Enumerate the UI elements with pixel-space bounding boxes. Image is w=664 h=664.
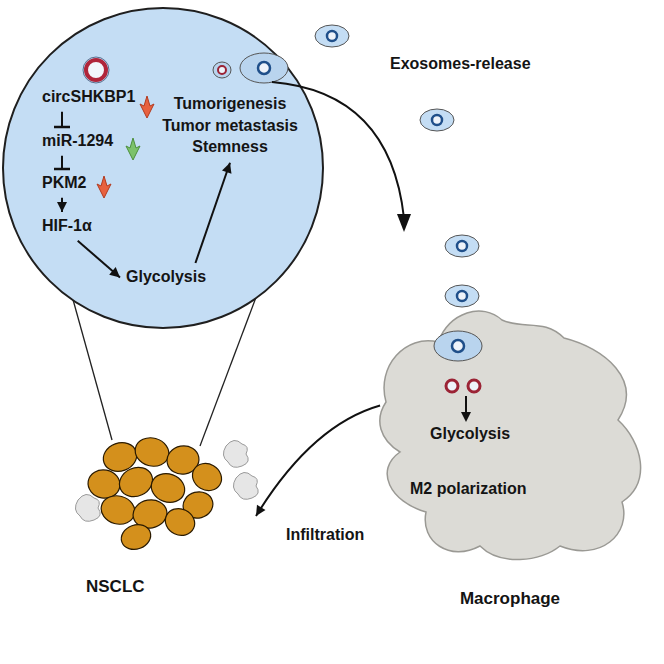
node-text: M2 polarization bbox=[408, 478, 528, 501]
annotation-label: Exosomes-release bbox=[390, 55, 531, 73]
connector bbox=[256, 406, 380, 516]
release-arrowhead bbox=[397, 214, 411, 232]
circrna-icon bbox=[446, 380, 458, 392]
process-node: M2 polarization bbox=[408, 478, 528, 501]
tumor-cell bbox=[161, 504, 199, 540]
exosome bbox=[213, 62, 231, 78]
exosome bbox=[434, 331, 482, 361]
tumor-cell bbox=[98, 492, 138, 528]
uptake-arrowhead bbox=[461, 412, 471, 422]
node-text: Tumorigenesis Tumor metastasis Stemness bbox=[160, 92, 300, 159]
exosome bbox=[452, 340, 464, 352]
exosome bbox=[457, 291, 467, 301]
pathway-node: PKM2 bbox=[40, 172, 88, 195]
circrna-icon bbox=[468, 380, 480, 392]
circrna-icon bbox=[83, 57, 109, 83]
tumor-cell bbox=[188, 458, 227, 496]
process-node: Glycolysis bbox=[124, 266, 208, 289]
exosome bbox=[327, 31, 337, 41]
infiltrating-macrophage bbox=[223, 440, 248, 467]
arrowhead bbox=[109, 267, 120, 277]
exosome bbox=[315, 25, 349, 47]
macrophage-outline bbox=[380, 311, 641, 560]
node-text: PKM2 bbox=[40, 172, 88, 195]
connector bbox=[195, 163, 230, 263]
arrowhead bbox=[57, 202, 67, 212]
connector bbox=[61, 156, 63, 169]
tumor-cell bbox=[132, 434, 172, 470]
process-node: Glycolysis bbox=[428, 423, 512, 446]
exosome bbox=[445, 285, 479, 307]
inhibition-bar bbox=[54, 126, 70, 129]
infiltrating-macrophage bbox=[233, 472, 258, 499]
pathway-node: miR-1294 bbox=[40, 130, 115, 153]
exosome bbox=[457, 241, 467, 251]
cell-label: NSCLC bbox=[84, 575, 260, 599]
exosome bbox=[218, 66, 226, 74]
tumor-cell-circle bbox=[3, 8, 323, 328]
node-text: miR-1294 bbox=[40, 130, 115, 153]
node-text: Glycolysis bbox=[124, 266, 208, 289]
node-text: circSHKBP1 bbox=[40, 86, 137, 109]
circrna-icon bbox=[86, 60, 106, 80]
macrophage-cell: Macrophage Glycolysis M2 polarization bbox=[370, 295, 650, 630]
tumor-cluster bbox=[60, 425, 260, 600]
arrowhead bbox=[256, 505, 265, 516]
down-regulation-arrow bbox=[126, 138, 140, 160]
exosome bbox=[258, 62, 270, 74]
connector bbox=[61, 112, 63, 127]
node-text: Glycolysis bbox=[428, 423, 512, 446]
edge-label: Infiltration bbox=[284, 526, 366, 544]
release-arrow bbox=[272, 82, 404, 218]
node-text: HIF-1α bbox=[40, 215, 94, 238]
infiltrating-macrophage bbox=[75, 494, 100, 521]
tumor-cell bbox=[118, 521, 154, 554]
inhibition-bar bbox=[54, 168, 70, 171]
arrowhead bbox=[222, 163, 231, 174]
exosome bbox=[432, 115, 442, 125]
uptake-arrow bbox=[465, 396, 467, 414]
tumor-node: NSCLC bbox=[60, 425, 260, 600]
connector bbox=[78, 241, 120, 278]
outcome-node: Tumorigenesis Tumor metastasis Stemness bbox=[160, 92, 300, 159]
pathway-node: HIF-1α bbox=[40, 215, 94, 238]
up-regulation-arrow bbox=[97, 176, 111, 198]
exosome bbox=[240, 53, 288, 83]
exosome bbox=[420, 109, 454, 131]
pathway-node: circSHKBP1 bbox=[40, 86, 137, 109]
exosome bbox=[445, 235, 479, 257]
cell-label: Macrophage bbox=[370, 587, 650, 611]
up-regulation-arrow bbox=[140, 96, 154, 118]
macrophage-shape bbox=[370, 295, 650, 630]
